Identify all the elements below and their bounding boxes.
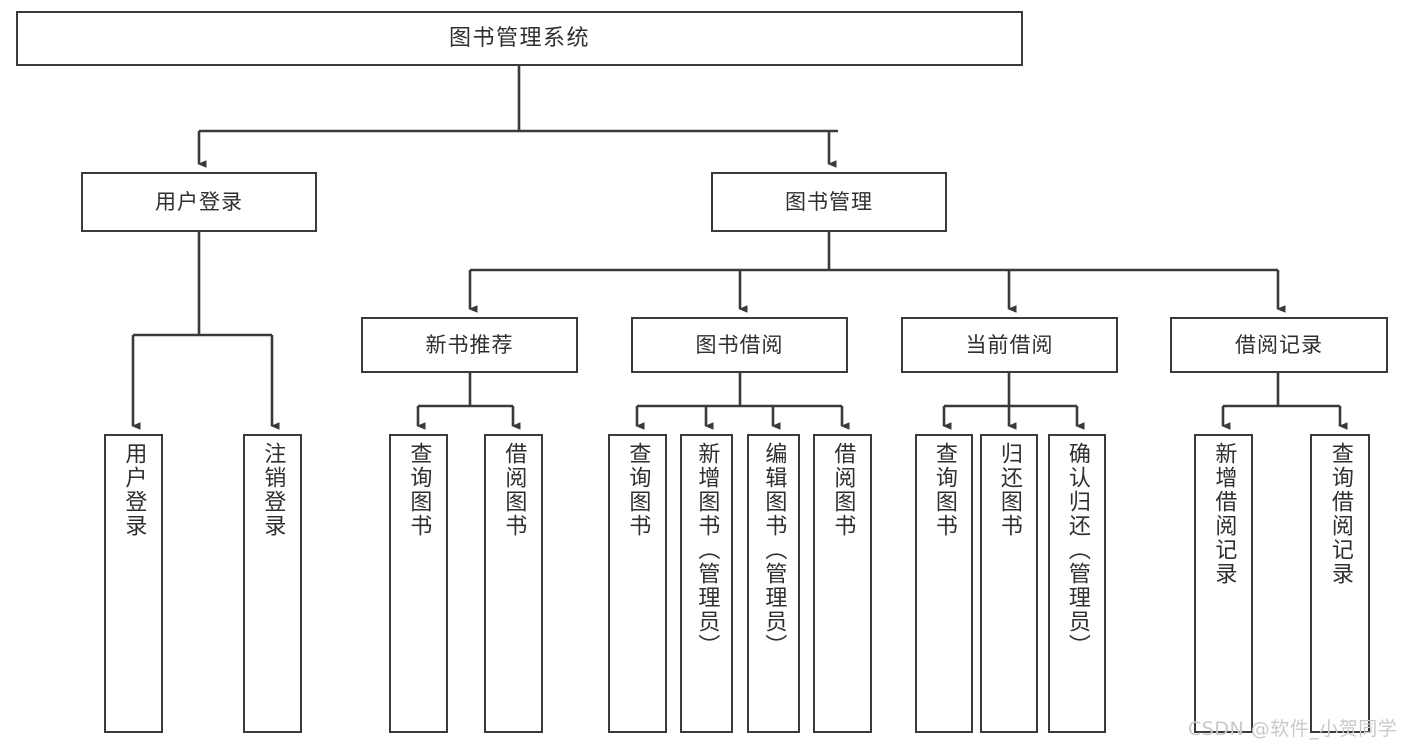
node-label: 借阅图书: [501, 442, 527, 538]
node-label: 归还图书: [996, 442, 1022, 538]
node-label: 借阅图书: [830, 442, 856, 538]
node-label: 编辑图书（管理员）: [761, 442, 787, 658]
node-label: 当前借阅: [965, 332, 1054, 357]
leaf-return-books[interactable]: 归还图书: [980, 434, 1038, 733]
node-label: 图书借阅: [695, 332, 784, 357]
node-label: 新增借阅记录: [1211, 442, 1237, 586]
leaf-confirm-return-admin[interactable]: 确认归还（管理员）: [1048, 434, 1106, 733]
node-root[interactable]: 图书管理系统: [16, 11, 1023, 66]
node-label: 新增图书（管理员）: [694, 442, 720, 658]
node-label: 图书管理: [785, 189, 873, 214]
leaf-user-login[interactable]: 用户登录: [104, 434, 163, 733]
node-level2-book-management[interactable]: 图书管理: [711, 172, 947, 232]
leaf-query-books-recommend[interactable]: 查询图书: [389, 434, 448, 733]
node-label: 借阅记录: [1235, 332, 1323, 357]
node-label: 查询图书: [406, 442, 432, 538]
leaf-logout[interactable]: 注销登录: [243, 434, 302, 733]
leaf-query-books-borrow[interactable]: 查询图书: [608, 434, 667, 733]
node-label: 注销登录: [260, 442, 286, 538]
node-label: 确认归还（管理员）: [1064, 442, 1090, 658]
leaf-add-book-admin[interactable]: 新增图书（管理员）: [680, 434, 733, 733]
node-label: 图书管理系统: [448, 25, 590, 51]
node-level3-borrow-records[interactable]: 借阅记录: [1170, 317, 1388, 373]
node-level3-current-borrow[interactable]: 当前借阅: [901, 317, 1118, 373]
node-level3-book-borrow[interactable]: 图书借阅: [631, 317, 848, 373]
leaf-query-books-current[interactable]: 查询图书: [915, 434, 973, 733]
leaf-edit-book-admin[interactable]: 编辑图书（管理员）: [747, 434, 800, 733]
node-level3-new-book-recommend[interactable]: 新书推荐: [361, 317, 578, 373]
leaf-add-borrow-record[interactable]: 新增借阅记录: [1194, 434, 1253, 733]
node-label: 查询图书: [931, 442, 957, 538]
leaf-borrow-books-recommend[interactable]: 借阅图书: [484, 434, 543, 733]
node-label: 用户登录: [155, 189, 243, 214]
leaf-borrow-books[interactable]: 借阅图书: [813, 434, 872, 733]
node-label: 查询借阅记录: [1327, 442, 1353, 586]
node-label: 查询图书: [625, 442, 651, 538]
node-label: 新书推荐: [425, 332, 514, 357]
node-label: 用户登录: [121, 442, 147, 538]
node-level2-user-login[interactable]: 用户登录: [81, 172, 317, 232]
leaf-query-borrow-record[interactable]: 查询借阅记录: [1310, 434, 1370, 733]
csdn-watermark: CSDN @软件_小贺同学: [1188, 718, 1398, 740]
